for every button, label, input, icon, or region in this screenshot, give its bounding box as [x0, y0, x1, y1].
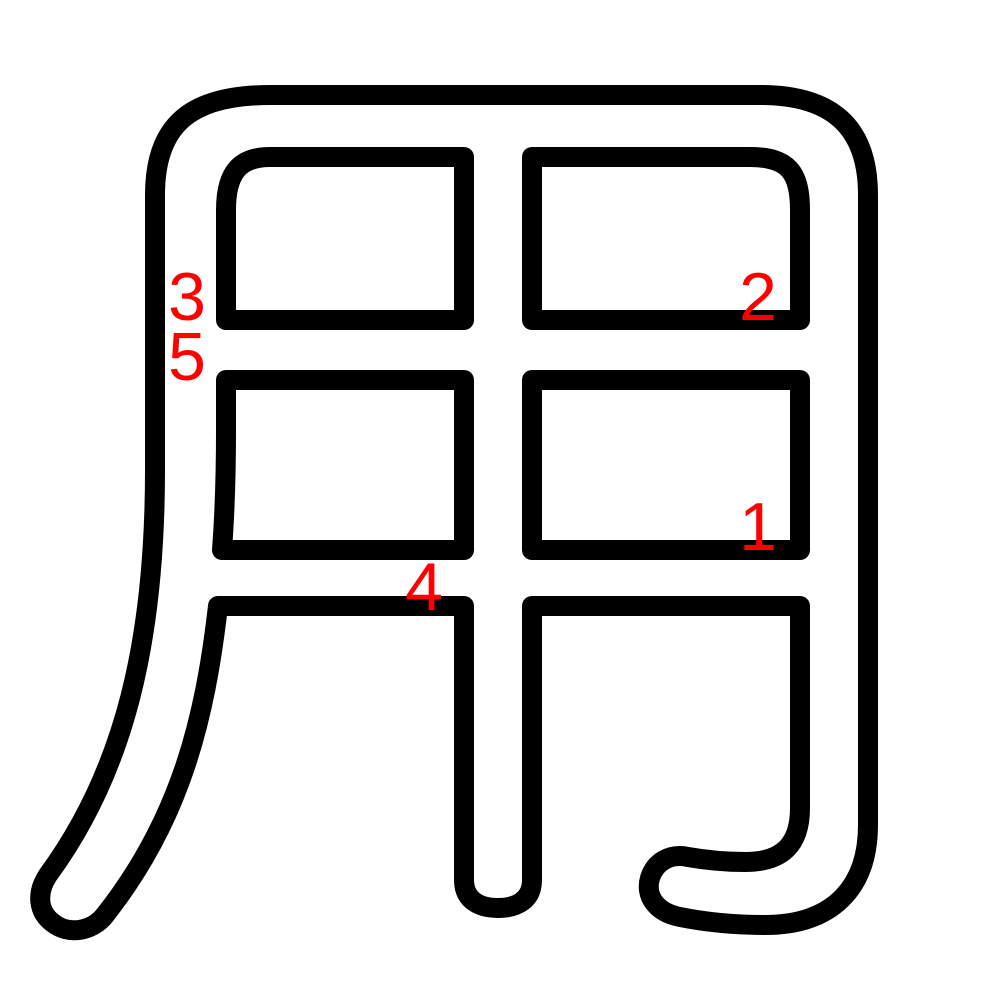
stroke-label-5: 5 [168, 319, 206, 395]
hole-top-right [522, 147, 810, 330]
stroke-label-4: 4 [405, 549, 443, 625]
stroke-label-2: 2 [739, 259, 777, 335]
stroke-label-3: 3 [168, 259, 206, 335]
hole-middle-left [212, 370, 474, 560]
hole-top-left [216, 147, 474, 330]
hole-middle-right [522, 370, 810, 560]
stroke-label-1: 1 [739, 489, 777, 565]
